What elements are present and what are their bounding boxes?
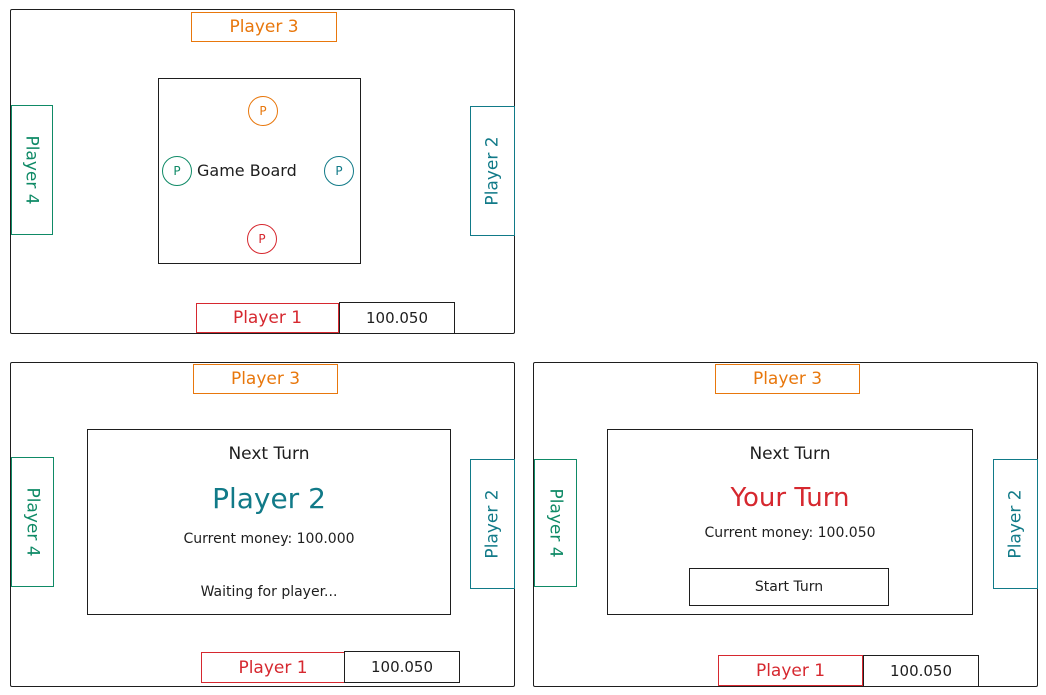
player-2-label-text: Player 2 xyxy=(1005,489,1026,559)
dialog-heading: Next Turn xyxy=(228,444,310,464)
money-display: 100.050 xyxy=(339,302,455,334)
waiting-turn-screen: Player 3 Player 4 Player 2 Next Turn Pla… xyxy=(10,362,515,687)
dialog-heading: Next Turn xyxy=(749,444,831,464)
game-board-title: Game Board xyxy=(197,161,297,180)
player-4-label-text: Player 4 xyxy=(22,487,43,557)
your-turn-screen: Player 3 Player 4 Player 2 Next Turn You… xyxy=(533,362,1038,687)
current-money-text: Current money: 100.050 xyxy=(704,525,876,541)
waiting-status-text: Waiting for player... xyxy=(200,584,338,600)
next-turn-dialog: Next Turn Player 2 Current money: 100.00… xyxy=(87,429,451,615)
player-1-label: Player 1 xyxy=(201,652,345,683)
player-1-pawn[interactable]: P xyxy=(247,224,277,254)
player-1-label: Player 1 xyxy=(196,303,339,333)
your-turn-title: Your Turn xyxy=(730,483,850,513)
player-4-label: Player 4 xyxy=(11,105,53,235)
money-display: 100.050 xyxy=(344,651,460,683)
player-1-label: Player 1 xyxy=(718,655,863,686)
money-display: 100.050 xyxy=(863,655,979,687)
player-3-label: Player 3 xyxy=(193,364,338,394)
player-2-label-text: Player 2 xyxy=(482,136,503,206)
player-4-label: Player 4 xyxy=(534,459,577,587)
game-board: P P Game Board P P xyxy=(158,78,361,264)
player-2-label: Player 2 xyxy=(993,459,1038,589)
current-player-name: Player 2 xyxy=(212,482,326,515)
player-3-pawn[interactable]: P xyxy=(248,96,278,126)
player-4-label-text: Player 4 xyxy=(22,135,42,205)
current-money-text: Current money: 100.000 xyxy=(183,531,355,547)
game-board-screen: Player 3 Player 4 Player 2 P P Game Boar… xyxy=(10,9,515,334)
player-4-label-text: Player 4 xyxy=(545,488,566,558)
next-turn-dialog: Next Turn Your Turn Current money: 100.0… xyxy=(607,429,973,615)
player-4-pawn[interactable]: P xyxy=(162,156,192,186)
start-turn-button[interactable]: Start Turn xyxy=(689,568,889,606)
player-3-label: Player 3 xyxy=(715,364,860,394)
player-2-label: Player 2 xyxy=(470,106,515,236)
player-2-label-text: Player 2 xyxy=(482,489,503,559)
player-2-pawn[interactable]: P xyxy=(324,156,354,186)
player-4-label: Player 4 xyxy=(11,457,54,587)
player-2-label: Player 2 xyxy=(470,459,515,589)
player-3-label: Player 3 xyxy=(191,12,337,42)
